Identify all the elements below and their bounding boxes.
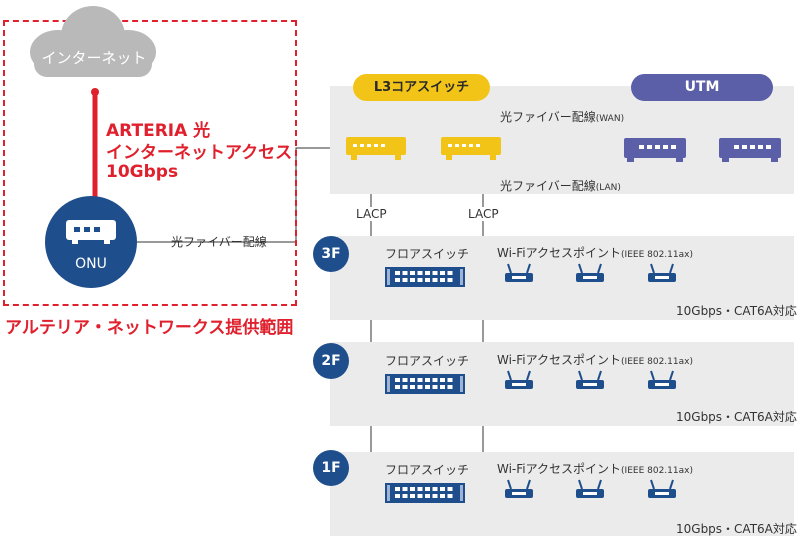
access-point-icon (646, 263, 678, 285)
internet-label: インターネット (41, 49, 147, 67)
access-point-icon (503, 263, 535, 285)
access-point-icon (574, 370, 606, 392)
utm-badge: UTM (631, 74, 773, 101)
onu-circle (45, 196, 137, 288)
core-switch-badge: L3コアスイッチ (353, 74, 490, 101)
ap-std: (IEEE 802.11ax) (621, 357, 693, 367)
fiber-onu-label: 光ファイバー配線 (171, 235, 267, 249)
fiber-wan-text: 光ファイバー配線 (500, 110, 596, 124)
floor-badge: 2F (313, 343, 349, 379)
access-point-icon (503, 479, 535, 501)
ap-label: Wi-Fiアクセスポイント(IEEE 802.11ax) (497, 244, 693, 261)
ap-label-text: Wi-Fiアクセスポイント (497, 246, 622, 260)
router-icon (66, 220, 116, 244)
floor-badge: 3F (313, 236, 349, 272)
wan-tag: (WAN) (595, 114, 625, 124)
core-switch-icon (346, 137, 406, 160)
access-point-icon (574, 263, 606, 285)
floor-switch-icon (385, 483, 465, 503)
lacp-label-left: LACP (355, 207, 388, 221)
floor-switch-icon (385, 374, 465, 394)
ap-label-text: Wi-Fiアクセスポイント (497, 462, 622, 476)
ap-label: Wi-Fiアクセスポイント(IEEE 802.11ax) (497, 351, 693, 368)
ap-std: (IEEE 802.11ax) (621, 466, 693, 476)
utm-icon (719, 138, 781, 162)
cloud-icon (30, 6, 156, 77)
utm-icon (624, 138, 686, 162)
core-area (330, 86, 794, 194)
scope-label: アルテリア・ネットワークス提供範囲 (5, 318, 294, 338)
floor-switch-label: フロアスイッチ (385, 463, 470, 477)
lacp-label-right: LACP (467, 207, 500, 221)
floor-badge: 1F (313, 450, 349, 486)
cable-spec-label: 10Gbps・CAT6A対応 (676, 304, 797, 318)
arteria-scope-frame (3, 20, 297, 306)
line-dot (91, 88, 99, 96)
floor-switch-icon (385, 267, 465, 287)
arteria-line1: ARTERIA 光 (106, 121, 211, 141)
cable-spec-label: 10Gbps・CAT6A対応 (676, 410, 797, 424)
cable-spec-label: 10Gbps・CAT6A対応 (676, 522, 797, 536)
floor-switch-label: フロアスイッチ (385, 354, 470, 368)
core-switch-icon (441, 137, 501, 160)
fiber-wan-label: 光ファイバー配線(WAN) (500, 108, 624, 125)
arteria-line2: インターネットアクセス (106, 143, 293, 163)
ap-std: (IEEE 802.11ax) (621, 250, 693, 260)
fiber-lan-label: 光ファイバー配線(LAN) (500, 177, 621, 194)
ap-label: Wi-Fiアクセスポイント(IEEE 802.11ax) (497, 460, 693, 477)
arteria-line3: 10Gbps (106, 162, 179, 182)
lan-tag: (LAN) (595, 183, 621, 193)
floor-switch-label: フロアスイッチ (385, 247, 470, 261)
access-point-icon (646, 370, 678, 392)
access-point-icon (503, 370, 535, 392)
fiber-lan-text: 光ファイバー配線 (500, 179, 596, 193)
access-point-icon (574, 479, 606, 501)
access-point-icon (646, 479, 678, 501)
ap-label-text: Wi-Fiアクセスポイント (497, 353, 622, 367)
onu-label: ONU (75, 256, 107, 272)
